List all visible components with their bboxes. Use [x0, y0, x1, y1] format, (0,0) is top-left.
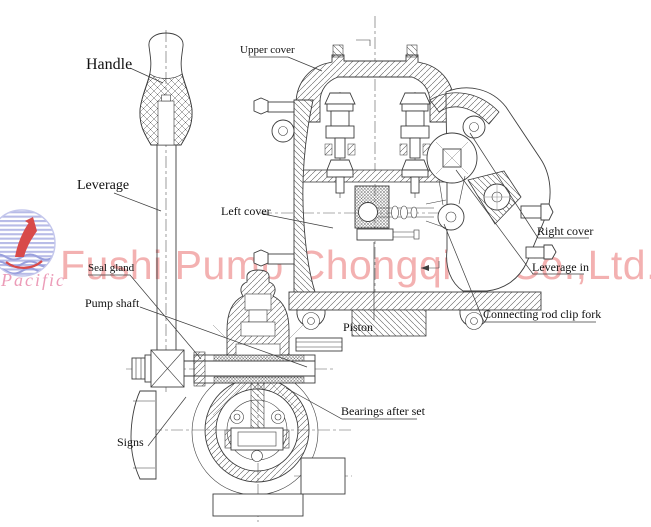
upper-pump-assembly — [253, 39, 557, 337]
label-pump-shaft: Pump shaft — [85, 296, 140, 310]
label-right-cover: Right cover — [537, 224, 594, 238]
label-leverage: Leverage — [77, 178, 130, 193]
leader-handle — [129, 67, 164, 84]
leader-signs — [147, 396, 187, 447]
leader-pump-shaft — [139, 306, 308, 368]
leader-right-cover — [469, 132, 589, 239]
handle-and-lever — [139, 32, 193, 352]
label-left-cover: Left cover — [221, 204, 271, 218]
left-cover-part — [253, 97, 316, 293]
label-bearings-after-set: Bearings after set — [341, 404, 425, 418]
valve-stack-left — [324, 92, 356, 198]
leader-leverage-in — [455, 169, 584, 275]
leader-lines — [88, 56, 596, 447]
label-signs: Signs — [117, 435, 144, 449]
leader-connecting-rod — [443, 223, 596, 323]
label-leverage-in: Leverage in — [532, 260, 589, 274]
base-flange — [288, 261, 542, 337]
piston-assembly — [354, 185, 447, 241]
leader-left-cover — [262, 213, 334, 229]
leader-bearings — [285, 387, 417, 420]
label-piston: Piston — [343, 320, 374, 334]
pacific-logo-icon — [0, 209, 56, 277]
leader-seal-gland — [88, 274, 202, 360]
lower-pump-body — [130, 269, 346, 517]
valve-stack-right — [399, 92, 431, 198]
leader-leverage — [113, 192, 162, 212]
label-handle: Handle — [86, 56, 133, 73]
label-upper-cover: Upper cover — [240, 44, 295, 56]
leader-upper-cover — [249, 56, 323, 72]
label-connecting-rod-clip-fork: Connecting rod clip fork — [483, 307, 602, 321]
label-seal-gland: Seal gland — [88, 262, 135, 274]
right-cover-part — [426, 87, 557, 292]
